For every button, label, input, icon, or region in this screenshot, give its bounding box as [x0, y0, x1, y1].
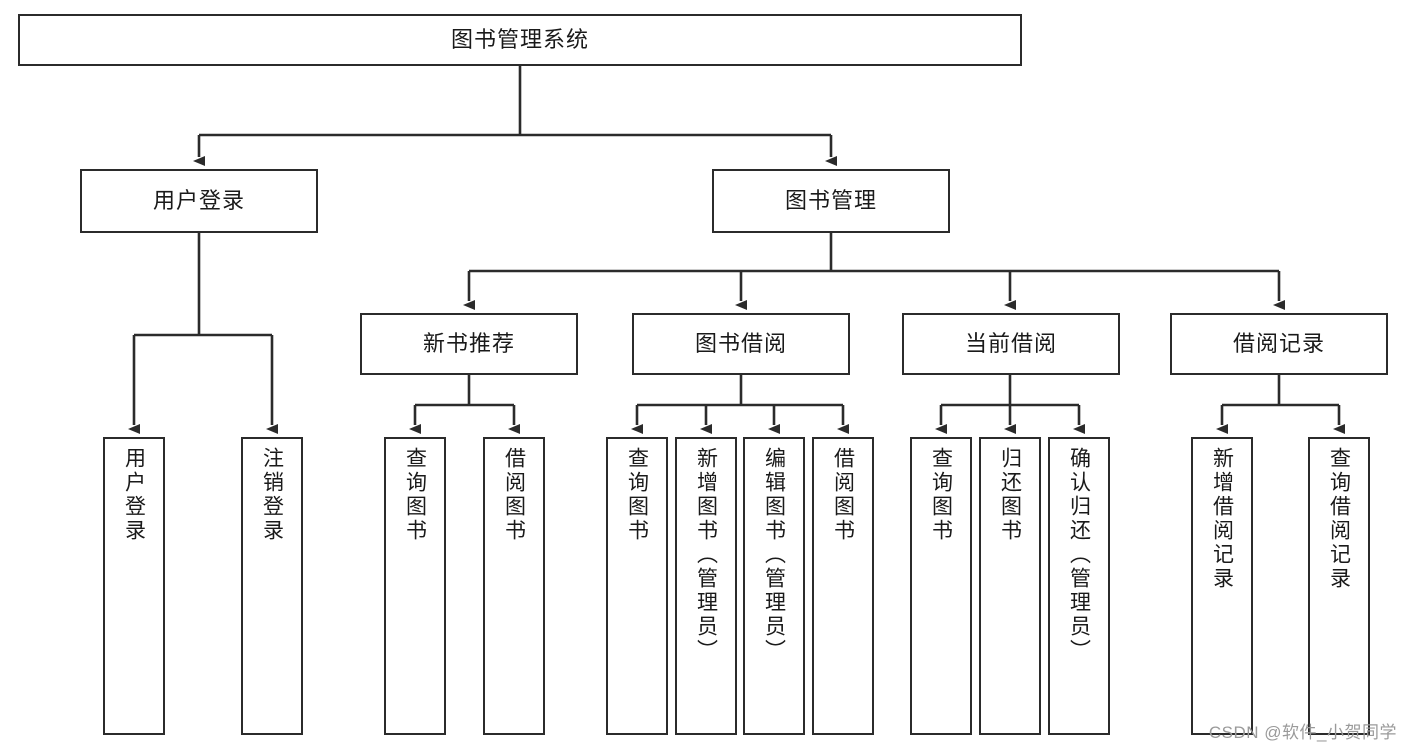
node-label: 当前借阅 [964, 331, 1057, 357]
node-borrowing-record[interactable]: 借阅记录 [1170, 313, 1388, 375]
node-label: 新增借阅记录 [1210, 447, 1234, 591]
node-label: 图书借阅 [694, 331, 787, 357]
node-label: 用户登录 [122, 447, 146, 543]
node-label: 查询图书 [625, 447, 649, 543]
node-label: 查询图书 [403, 447, 427, 543]
node-label: 查询借阅记录 [1327, 447, 1351, 591]
node-leaf-query-book-borrowing[interactable]: 查询图书 [606, 437, 668, 735]
node-book-borrowing[interactable]: 图书借阅 [632, 313, 850, 375]
node-leaf-borrow-book-recommendation[interactable]: 借阅图书 [483, 437, 545, 735]
node-leaf-borrow-book[interactable]: 借阅图书 [812, 437, 874, 735]
node-label: 编辑图书（管理员） [762, 447, 786, 663]
node-leaf-query-book-current[interactable]: 查询图书 [910, 437, 972, 735]
node-leaf-logout[interactable]: 注销登录 [241, 437, 303, 735]
node-leaf-query-book-recommendation[interactable]: 查询图书 [384, 437, 446, 735]
node-user-login[interactable]: 用户登录 [80, 169, 318, 233]
node-new-book-recommendation[interactable]: 新书推荐 [360, 313, 578, 375]
node-leaf-query-borrow-record[interactable]: 查询借阅记录 [1308, 437, 1370, 735]
node-label: 用户登录 [152, 188, 245, 214]
node-label: 新书推荐 [422, 331, 515, 357]
node-label: 确认归还（管理员） [1067, 447, 1091, 663]
node-leaf-return-book[interactable]: 归还图书 [979, 437, 1041, 735]
node-label: 图书管理系统 [450, 27, 589, 53]
node-root-system[interactable]: 图书管理系统 [18, 14, 1022, 66]
node-leaf-user-login[interactable]: 用户登录 [103, 437, 165, 735]
node-current-borrowing[interactable]: 当前借阅 [902, 313, 1120, 375]
node-leaf-add-book-admin[interactable]: 新增图书（管理员） [675, 437, 737, 735]
node-label: 查询图书 [929, 447, 953, 543]
node-leaf-add-borrow-record[interactable]: 新增借阅记录 [1191, 437, 1253, 735]
watermark-text: CSDN @软件_小贺同学 [1208, 723, 1397, 742]
node-leaf-confirm-return-admin[interactable]: 确认归还（管理员） [1048, 437, 1110, 735]
node-label: 归还图书 [998, 447, 1022, 543]
node-label: 注销登录 [260, 447, 284, 543]
node-book-management[interactable]: 图书管理 [712, 169, 950, 233]
node-label: 借阅图书 [502, 447, 526, 543]
node-label: 新增图书（管理员） [694, 447, 718, 663]
node-leaf-edit-book-admin[interactable]: 编辑图书（管理员） [743, 437, 805, 735]
node-label: 借阅记录 [1232, 331, 1325, 357]
node-label: 图书管理 [784, 188, 877, 214]
node-label: 借阅图书 [831, 447, 855, 543]
